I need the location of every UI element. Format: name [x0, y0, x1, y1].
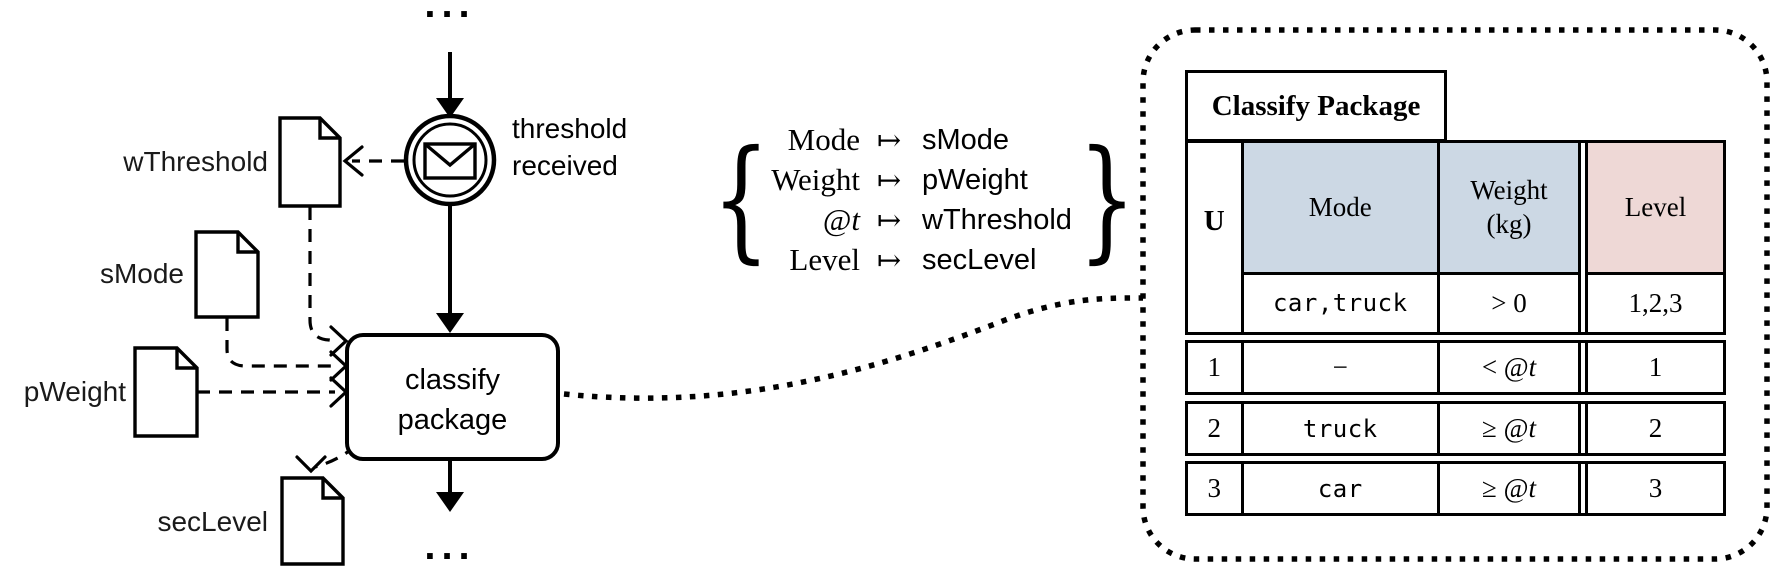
wthreshold-label: wThreshold: [123, 146, 268, 177]
mapping-row: Level ↦ secLevel: [700, 240, 1120, 280]
sequence-flow-incoming: [436, 52, 464, 118]
seclevel-label: secLevel: [157, 506, 268, 537]
smode-label: sMode: [99, 258, 184, 289]
seclevel-doc-icon: [280, 476, 345, 566]
rule-3-weight: ≥ @t: [1440, 464, 1581, 513]
rule-row-3: 3 car ≥ @t 3: [1185, 461, 1726, 516]
mapping-list: Mode ↦ sMode Weight ↦ pWeight @t ↦ wThre…: [700, 120, 1120, 280]
pweight-label: pWeight: [23, 376, 126, 407]
sequence-flow-outgoing: [436, 457, 464, 512]
rule-row-2: 2 truck ≥ @t 2: [1185, 401, 1726, 456]
mapping-row: @t ↦ wThreshold: [700, 200, 1120, 240]
level-column-header: Level: [1585, 143, 1723, 275]
mapping-to: pWeight: [922, 163, 1028, 196]
maps-to-icon: ↦: [876, 243, 902, 277]
message-event-icon: [403, 113, 497, 207]
pweight-doc-icon: [133, 346, 199, 438]
rule-2-number: 2: [1188, 404, 1244, 453]
rule-row-1: 1 − < @t 1: [1185, 340, 1726, 395]
mapping-from: Level: [789, 242, 860, 277]
u-column-header: U: [1188, 143, 1244, 332]
smode-doc-icon: [194, 230, 260, 319]
unit-row-mode: car,truck: [1244, 274, 1440, 332]
decision-table-title: Classify Package: [1185, 70, 1447, 142]
maps-to-icon: ↦: [876, 123, 902, 157]
task-label-line2: package: [397, 404, 508, 436]
mapping-from: Weight: [771, 162, 860, 197]
classify-package-task: classify package: [345, 333, 560, 461]
assoc-wthreshold-to-task: [308, 207, 336, 343]
rule-3-number: 3: [1188, 464, 1244, 513]
rule-2-mode: truck: [1244, 404, 1440, 453]
decision-table-header-block: U Mode Weight (kg) Level car,truck > 0 1…: [1185, 140, 1726, 335]
mapping-to: secLevel: [922, 243, 1037, 276]
mapping-row: Weight ↦ pWeight: [700, 160, 1120, 200]
mode-column-header: Mode: [1243, 143, 1440, 275]
wthreshold-doc-icon: [278, 116, 342, 208]
mapping-to: wThreshold: [922, 203, 1072, 236]
rule-3-level: 3: [1585, 464, 1723, 513]
maps-to-icon: ↦: [876, 163, 902, 197]
mapping-brace-left: {: [711, 121, 771, 277]
rule-2-weight: ≥ @t: [1440, 404, 1581, 453]
rule-3-mode: car: [1244, 464, 1440, 513]
mapping-from: @t: [822, 202, 860, 237]
rule-1-level: 1: [1585, 343, 1723, 392]
rule-1-weight: < @t: [1440, 343, 1581, 392]
detail-panel-border: [1140, 27, 1770, 562]
unit-row-level: 1,2,3: [1585, 274, 1723, 332]
mapping-from: Mode: [787, 122, 860, 157]
event-label: threshold received: [512, 110, 627, 184]
mapping-brace-right: }: [1077, 121, 1137, 277]
event-label-line1: threshold: [512, 113, 628, 144]
rule-1-mode: −: [1244, 343, 1440, 392]
mapping-to: sMode: [922, 123, 1010, 156]
maps-to-icon: ↦: [876, 203, 902, 237]
dotted-link-task-to-panel: [563, 295, 1144, 401]
weight-header-text: Weight (kg): [1470, 175, 1548, 240]
rule-2-level: 2: [1585, 404, 1723, 453]
weight-column-header: Weight (kg): [1440, 143, 1581, 275]
assoc-smode-to-task: [225, 318, 335, 368]
sequence-flow-event-task: [436, 206, 464, 333]
task-label-line1: classify: [404, 364, 501, 396]
event-label-line2: received: [512, 150, 618, 181]
mapping-row: Mode ↦ sMode: [700, 120, 1120, 160]
rule-1-number: 1: [1188, 343, 1244, 392]
unit-row-weight: > 0: [1440, 274, 1581, 332]
